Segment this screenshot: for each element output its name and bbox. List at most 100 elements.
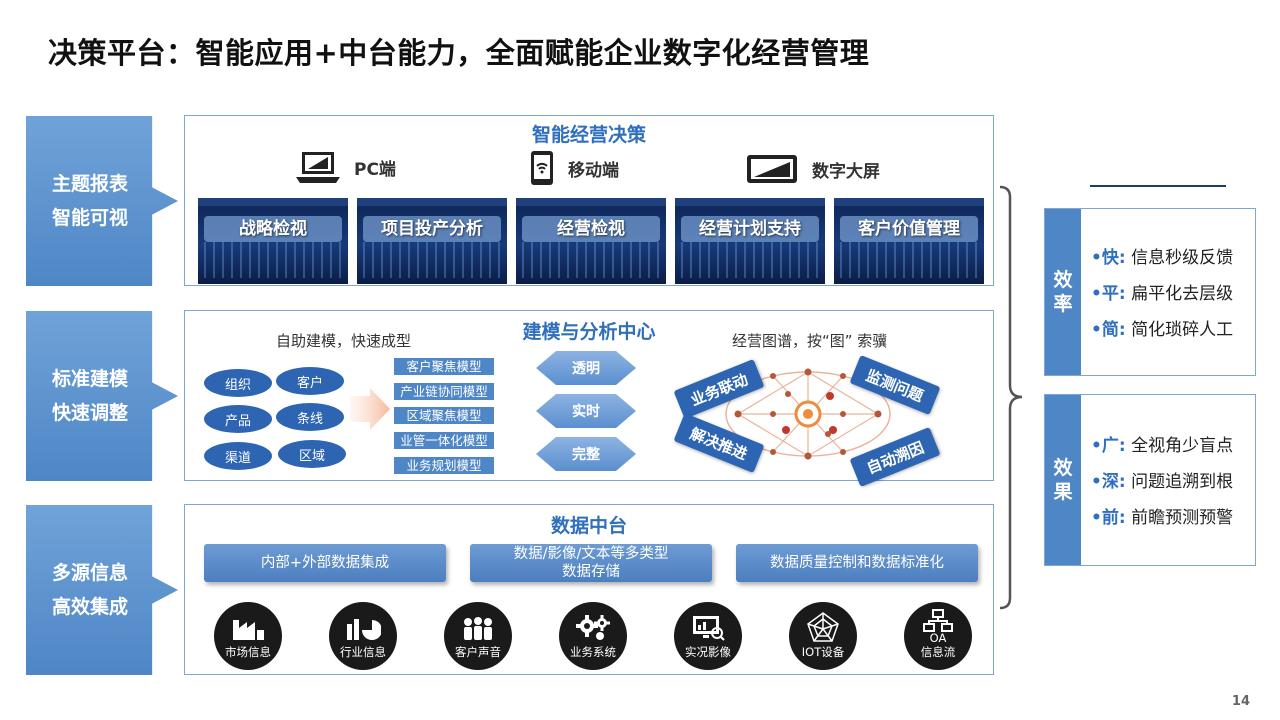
gears-icon [576, 615, 610, 640]
source-label: 行业信息 [340, 645, 386, 659]
dimension-ellipse: 客户 [276, 367, 344, 395]
dimension-ellipse: 条线 [276, 403, 344, 431]
side-item-text: 问题追溯到根 [1131, 472, 1234, 492]
side-item-key: 简: [1101, 320, 1126, 340]
people-icon [464, 617, 492, 640]
dashboard-thumb[interactable]: 项目投产分析 [357, 198, 507, 284]
dashboard-caption: 战略检视 [204, 216, 342, 242]
side-item: •深: 问题追溯到根 [1091, 472, 1234, 492]
source-label: 业务系统 [570, 645, 616, 659]
left-label-integration: 多源信息 高效集成 [26, 505, 178, 675]
device-pc: PC端 [296, 150, 396, 184]
source-iot: IOT设备 [789, 602, 857, 670]
data-capability-button[interactable]: 数据/影像/文本等多类型 数据存储 [470, 544, 712, 582]
side-panel-efficiency: 效 率 •快: 信息秒级反馈 •平: 扁平化去层级 •简: 简化琐碎人工 [1044, 208, 1256, 376]
side-panel-effect: 效 果 •广: 全视角少盲点 •深: 问题追溯到根 •前: 前瞻预测预警 [1044, 394, 1256, 566]
dashboard-thumb[interactable]: 经营计划支持 [675, 198, 825, 284]
source-label: IOT设备 [801, 645, 845, 659]
dimension-ellipse: 组织 [204, 369, 272, 397]
source-market: 市场信息 [214, 602, 282, 670]
panel-title-modeling: 建模与分析中心 [522, 321, 656, 343]
side-tab-char: 果 [1053, 481, 1073, 503]
model-item: 区域聚焦模型 [394, 407, 494, 424]
left-label-line: 标准建模 [52, 368, 129, 390]
side-tab-char: 率 [1053, 293, 1073, 315]
side-item-key: 前: [1101, 508, 1126, 528]
side-item-key: 平: [1101, 284, 1126, 304]
button-label: 数据存储 [562, 564, 620, 580]
device-label: 数字大屏 [812, 161, 880, 182]
source-customer: 客户声音 [444, 602, 512, 670]
model-item: 客户聚焦模型 [394, 358, 494, 375]
source-video: 实况影像 [674, 602, 742, 670]
caption-graph: 经营图谱，按“图” 索骥 [732, 332, 888, 350]
left-label-line: 智能可视 [52, 207, 129, 229]
industry-chart-icon [347, 619, 381, 640]
source-label: 市场信息 [225, 645, 271, 659]
diamond-feature: 完整 [536, 437, 636, 471]
side-tab-char: 效 [1053, 457, 1073, 479]
left-label-line: 高效集成 [52, 596, 129, 618]
button-label: 数据质量控制和数据标准化 [770, 555, 944, 571]
side-item-text: 扁平化去层级 [1131, 284, 1234, 304]
side-tab: 效 率 [1045, 209, 1081, 375]
screen-icon [747, 155, 797, 183]
caption-self-modeling: 自助建模，快速成型 [276, 332, 412, 350]
factory-icon [233, 620, 264, 640]
panel-title-decision: 智能经营决策 [531, 124, 646, 146]
mobile-icon [531, 151, 553, 185]
monitor-icon [693, 616, 725, 641]
laptop-icon [296, 152, 340, 183]
dashboard-thumb[interactable]: 战略检视 [198, 198, 348, 284]
dashboard-thumb[interactable]: 客户价值管理 [834, 198, 984, 284]
side-item-text: 前瞻预测预警 [1131, 508, 1234, 528]
button-label: 数据/影像/文本等多类型 [513, 546, 669, 562]
dimension-ellipse: 渠道 [204, 442, 272, 470]
side-item-text: 信息秒级反馈 [1131, 248, 1234, 268]
side-item-text: 全视角少盲点 [1131, 436, 1234, 456]
brace-icon [999, 185, 1023, 610]
diamond-feature: 透明 [536, 351, 636, 385]
left-label-line: 多源信息 [52, 562, 129, 584]
left-label-line: 主题报表 [52, 173, 129, 195]
source-label: 实况影像 [685, 645, 731, 659]
network-graph [725, 368, 891, 460]
dashboard-caption: 经营计划支持 [681, 216, 819, 242]
dashboard-caption: 项目投产分析 [363, 216, 501, 242]
side-item-text: 简化琐碎人工 [1131, 320, 1234, 340]
device-screen: 数字大屏 [746, 154, 880, 184]
org-chart-icon [923, 609, 953, 632]
source-label: 客户声音 [455, 645, 501, 659]
source-extra-label: OA [929, 631, 947, 645]
device-mobile: 移动端 [530, 150, 619, 186]
data-capability-button[interactable]: 内部+外部数据集成 [204, 544, 446, 582]
device-label: PC端 [354, 159, 396, 180]
divider-line [1090, 185, 1226, 187]
dashboard-thumb[interactable]: 经营检视 [516, 198, 666, 284]
page-number: 14 [1231, 694, 1250, 709]
arrow-right-icon [350, 388, 390, 430]
model-item: 业务规划模型 [394, 457, 494, 474]
side-item-key: 快: [1101, 248, 1126, 268]
radar-icon [807, 612, 839, 642]
side-item: •平: 扁平化去层级 [1091, 284, 1234, 304]
left-label-modeling: 标准建模 快速调整 [26, 311, 178, 481]
dimension-ellipse: 产品 [204, 405, 272, 433]
data-capability-button[interactable]: 数据质量控制和数据标准化 [736, 544, 978, 582]
left-label-line: 快速调整 [52, 402, 129, 424]
source-business: 业务系统 [559, 602, 627, 670]
dashboard-caption: 客户价值管理 [840, 216, 978, 242]
side-item: •快: 信息秒级反馈 [1091, 248, 1234, 268]
dimension-ellipse: 区域 [278, 440, 346, 468]
button-label: 内部+外部数据集成 [260, 555, 390, 571]
source-label: 信息流 [920, 645, 956, 659]
device-label: 移动端 [568, 160, 619, 181]
model-item: 产业链协同模型 [394, 383, 494, 400]
page-title: 决策平台：智能应用+中台能力，全面赋能企业数字化经营管理 [48, 36, 870, 70]
side-tab-char: 效 [1053, 269, 1073, 291]
side-item: •前: 前瞻预测预警 [1091, 508, 1234, 528]
side-item-key: 深: [1101, 472, 1126, 492]
dashboard-caption: 经营检视 [522, 216, 660, 242]
panel-title-data: 数据中台 [550, 515, 627, 537]
side-item-key: 广: [1101, 436, 1126, 456]
